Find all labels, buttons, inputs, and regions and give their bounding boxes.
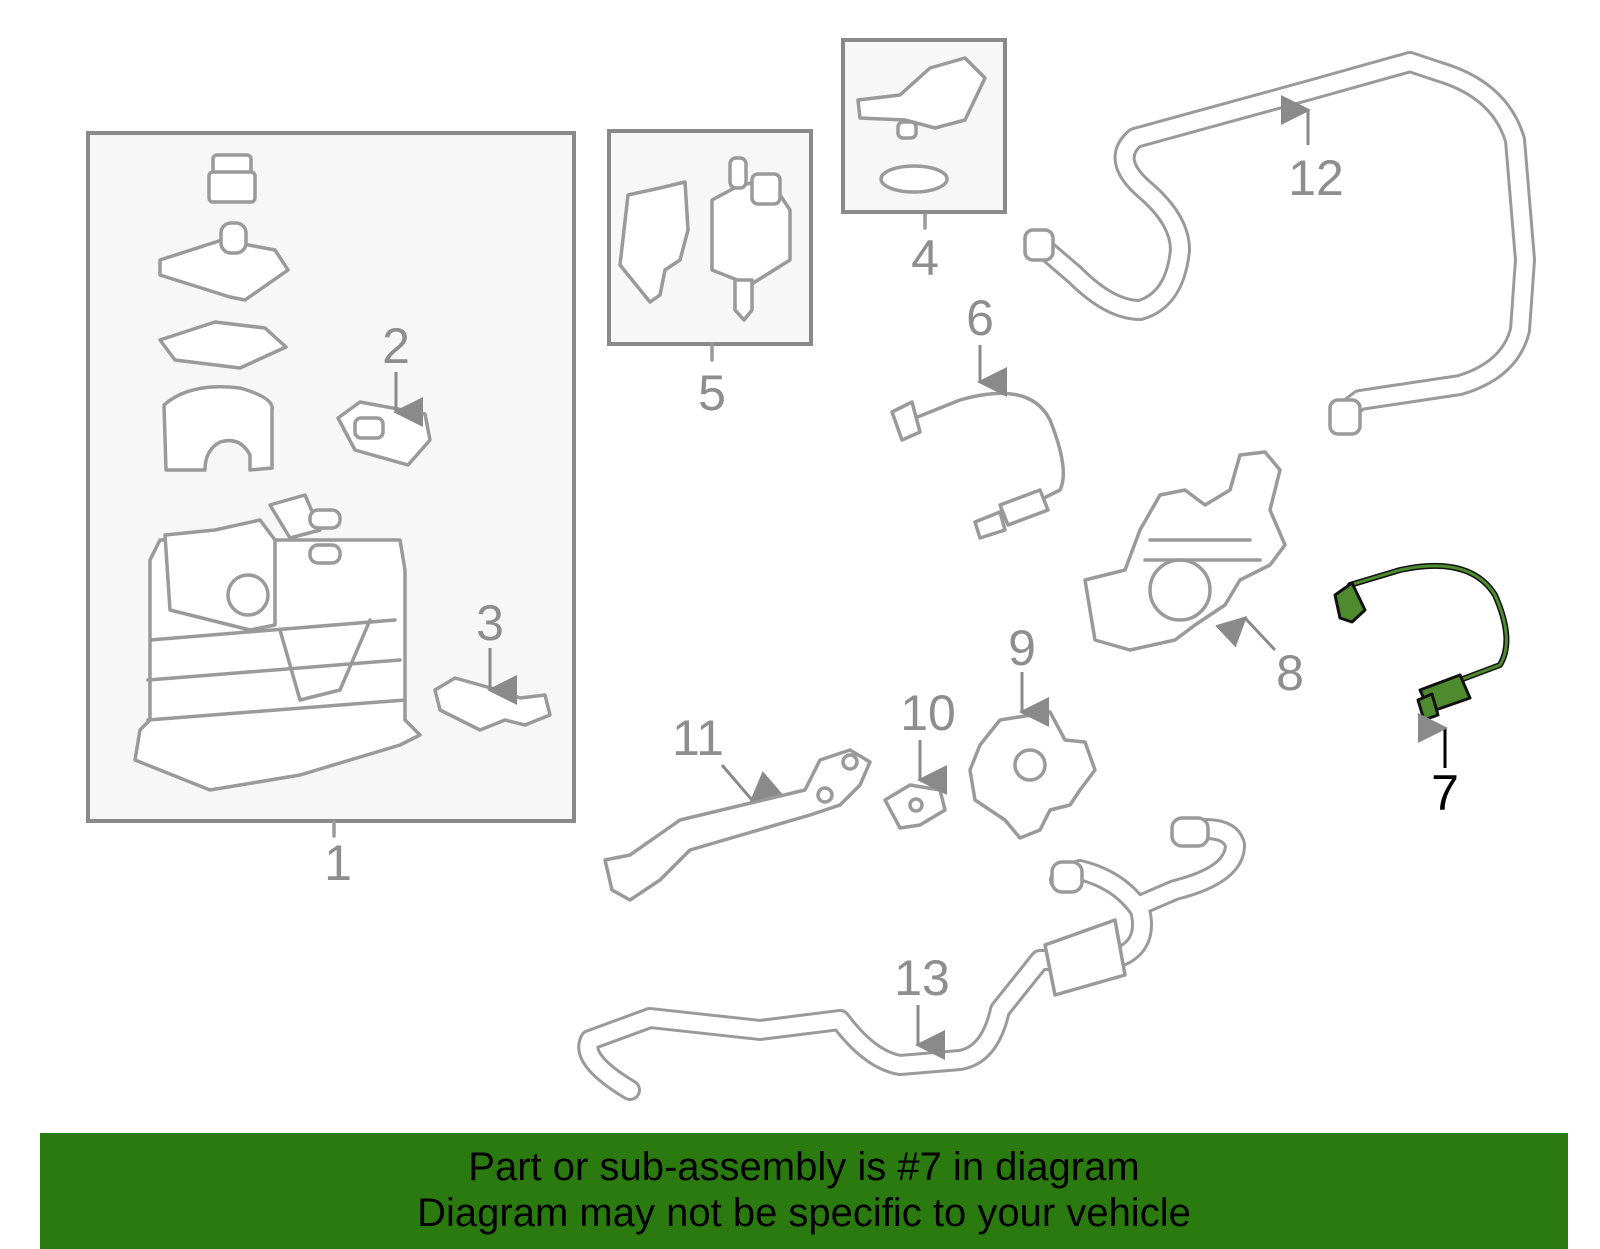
canister-cover-icon <box>158 221 290 302</box>
canister-cap-icon <box>207 153 257 204</box>
callout-3: 3 <box>476 595 504 651</box>
part-11-bracket-icon <box>603 748 872 902</box>
callout-11: 11 <box>672 710 724 766</box>
part-6-wire-icon <box>908 391 1066 507</box>
callout-6: 6 <box>966 290 994 346</box>
part-9-group[interactable]: 9 <box>968 620 1097 840</box>
purge-valve-icon <box>710 156 792 322</box>
callout-1: 1 <box>324 835 352 891</box>
callout-8: 8 <box>1276 645 1304 701</box>
hose-end-icon <box>1170 816 1210 848</box>
part-7-wire-icon <box>1347 562 1510 683</box>
part-13-group[interactable]: 13 <box>577 816 1246 1101</box>
canister-body-icon <box>133 493 422 792</box>
banner-line-2: Diagram may not be specific to your vehi… <box>417 1191 1191 1235</box>
part-2-group[interactable]: 2 <box>336 318 432 467</box>
hose-end-icon <box>1023 228 1055 262</box>
bracket-icon <box>618 180 690 304</box>
callout-13: 13 <box>894 950 950 1006</box>
part-10-group[interactable]: 10 <box>883 685 956 830</box>
part-1-group[interactable]: 2 3 1 <box>86 131 576 891</box>
callout-12: 12 <box>1288 150 1344 206</box>
info-banner: Part or sub-assembly is #7 in diagram Di… <box>40 1133 1568 1249</box>
banner-line-1: Part or sub-assembly is #7 in diagram <box>468 1145 1140 1189</box>
callout-4: 4 <box>911 230 939 286</box>
gasket-icon <box>158 320 288 370</box>
o-ring-icon <box>879 164 949 194</box>
part-8-pump-icon <box>1083 450 1287 652</box>
part-12-group[interactable]: 12 <box>1023 51 1536 436</box>
hose-end-icon <box>1050 860 1084 894</box>
map-sensor-icon <box>856 56 987 140</box>
hose-end-icon <box>1328 398 1362 436</box>
callout-10: 10 <box>900 685 956 741</box>
part-8-group[interactable]: 8 <box>1083 450 1304 701</box>
part-3-group[interactable]: 3 <box>433 595 552 732</box>
part-4-group[interactable]: 4 <box>841 38 1007 286</box>
filter-housing-icon <box>162 385 274 472</box>
callout-5: 5 <box>698 365 726 421</box>
part-5-group[interactable]: 5 <box>607 129 813 421</box>
callout-9: 9 <box>1008 620 1036 676</box>
callout-7: 7 <box>1431 765 1459 821</box>
part-7-group[interactable]: 7 <box>1333 562 1510 821</box>
part-6-group[interactable]: 6 <box>890 290 1066 540</box>
callout-2: 2 <box>382 318 410 374</box>
part-12-hose-icon <box>1029 51 1536 426</box>
part-11-group[interactable]: 11 <box>603 710 872 902</box>
part-7-connector-icon <box>1333 581 1367 624</box>
